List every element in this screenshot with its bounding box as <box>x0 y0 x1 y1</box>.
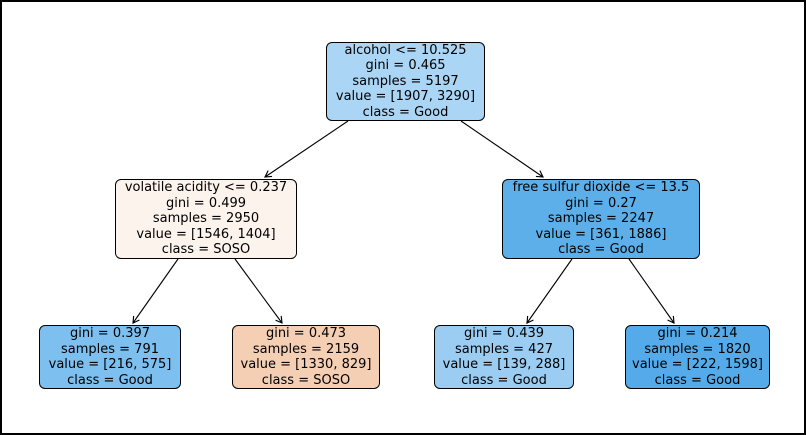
node-value: value = [1907, 3290] <box>335 89 476 105</box>
node-gini: gini = 0.499 <box>165 195 247 211</box>
tree-node-root: alcohol <= 10.525 gini = 0.465 samples =… <box>326 42 485 121</box>
node-class: class = SOSO <box>161 242 251 258</box>
node-samples: samples = 791 <box>60 341 159 357</box>
node-class: class = Good <box>67 372 153 388</box>
node-samples: samples = 1820 <box>644 341 751 357</box>
node-value: value = [1546, 1404] <box>136 226 276 242</box>
node-samples: samples = 2950 <box>152 211 260 227</box>
node-value: value = [139, 288] <box>442 357 566 372</box>
node-gini: gini = 0.27 <box>565 195 637 211</box>
tree-node-left-split: volatile acidity <= 0.237 gini = 0.499 s… <box>115 179 297 259</box>
tree-node-leaf2: gini = 0.473 samples = 2159 value = [133… <box>232 325 380 389</box>
node-condition: volatile acidity <= 0.237 <box>124 180 288 196</box>
node-samples: samples = 2247 <box>547 211 655 227</box>
node-class: class = Good <box>461 372 547 388</box>
node-value: value = [1330, 829] <box>240 357 372 372</box>
edge-left-to-leaf2 <box>234 258 283 324</box>
node-samples: samples = 5197 <box>352 73 459 89</box>
node-value: value = [361, 1886] <box>535 226 667 242</box>
node-condition: alcohol <= 10.525 <box>344 42 467 58</box>
node-gini: gini = 0.465 <box>365 58 446 74</box>
edge-root-to-right <box>460 120 544 178</box>
node-class: class = SOSO <box>261 372 351 388</box>
edge-root-to-left <box>264 120 349 178</box>
node-samples: samples = 427 <box>454 341 553 357</box>
node-gini: gini = 0.214 <box>657 326 738 341</box>
node-class: class = Good <box>558 242 644 258</box>
node-gini: gini = 0.439 <box>463 326 545 341</box>
edge-right-to-leaf4 <box>628 258 675 324</box>
node-gini: gini = 0.397 <box>69 326 151 341</box>
node-condition: free sulfur dioxide <= 13.5 <box>512 180 690 196</box>
edge-right-to-leaf3 <box>526 258 573 324</box>
node-value: value = [216, 575] <box>48 357 172 372</box>
tree-node-leaf1: gini = 0.397 samples = 791 value = [216,… <box>39 325 181 389</box>
node-class: class = Good <box>362 104 449 120</box>
tree-node-leaf4: gini = 0.214 samples = 1820 value = [222… <box>625 325 770 389</box>
node-class: class = Good <box>654 372 741 388</box>
edge-left-to-leaf1 <box>132 258 179 324</box>
tree-node-right-split: free sulfur dioxide <= 13.5 gini = 0.27 … <box>502 179 700 259</box>
tree-node-leaf3: gini = 0.439 samples = 427 value = [139,… <box>434 325 574 389</box>
node-samples: samples = 2159 <box>252 341 360 357</box>
node-value: value = [222, 1598] <box>632 357 763 372</box>
node-gini: gini = 0.473 <box>265 326 347 341</box>
